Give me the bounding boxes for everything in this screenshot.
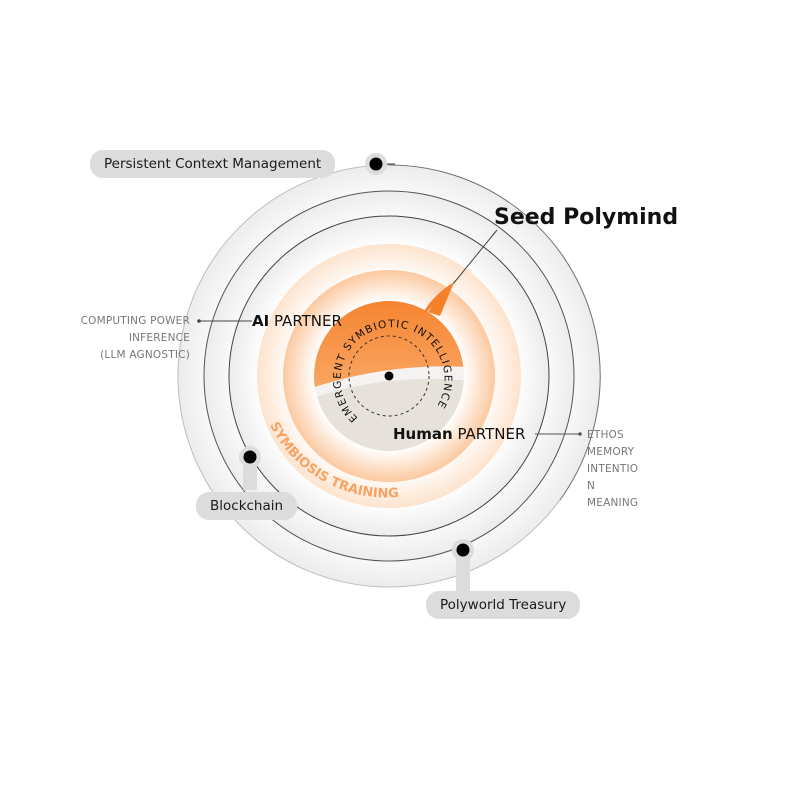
ai-partner-label: AI PARTNER [252, 312, 342, 330]
node-dot-blockchain [243, 450, 257, 464]
ai-note: (LLM AGNOSTIC) [100, 349, 190, 361]
node-blockchain[interactable]: Blockchain [196, 492, 298, 520]
core-center-dot [384, 371, 394, 381]
human-partner-rest: PARTNER [452, 425, 526, 443]
node-dot-treasury [456, 543, 470, 557]
human-note: MEMORY [587, 446, 635, 458]
human-note: INTENTIO [587, 463, 639, 475]
node-polyworld-treasury[interactable]: Polyworld Treasury [426, 591, 581, 619]
ai-partner-rest: PARTNER [269, 312, 342, 330]
node-dot-context [369, 157, 383, 171]
ai-note: INFERENCE [128, 332, 190, 344]
human-note: N [587, 480, 596, 492]
human-partner-notes: ETHOS MEMORY INTENTIO N MEANING [587, 427, 638, 512]
human-note: MEANING [587, 497, 639, 509]
ai-note: COMPUTING POWER [80, 315, 190, 327]
ai-partner-bold: AI [252, 312, 270, 330]
human-note: ETHOS [587, 429, 624, 441]
diagram-title: Seed Polymind [494, 205, 679, 230]
human-partner-bold: Human [393, 425, 453, 443]
core-dashed-ring [348, 335, 430, 417]
ai-partner-notes: COMPUTING POWER INFERENCE (LLM AGNOSTIC) [81, 313, 190, 364]
node-persistent-context[interactable]: Persistent Context Management [90, 150, 336, 178]
human-partner-label: Human PARTNER [393, 425, 525, 443]
